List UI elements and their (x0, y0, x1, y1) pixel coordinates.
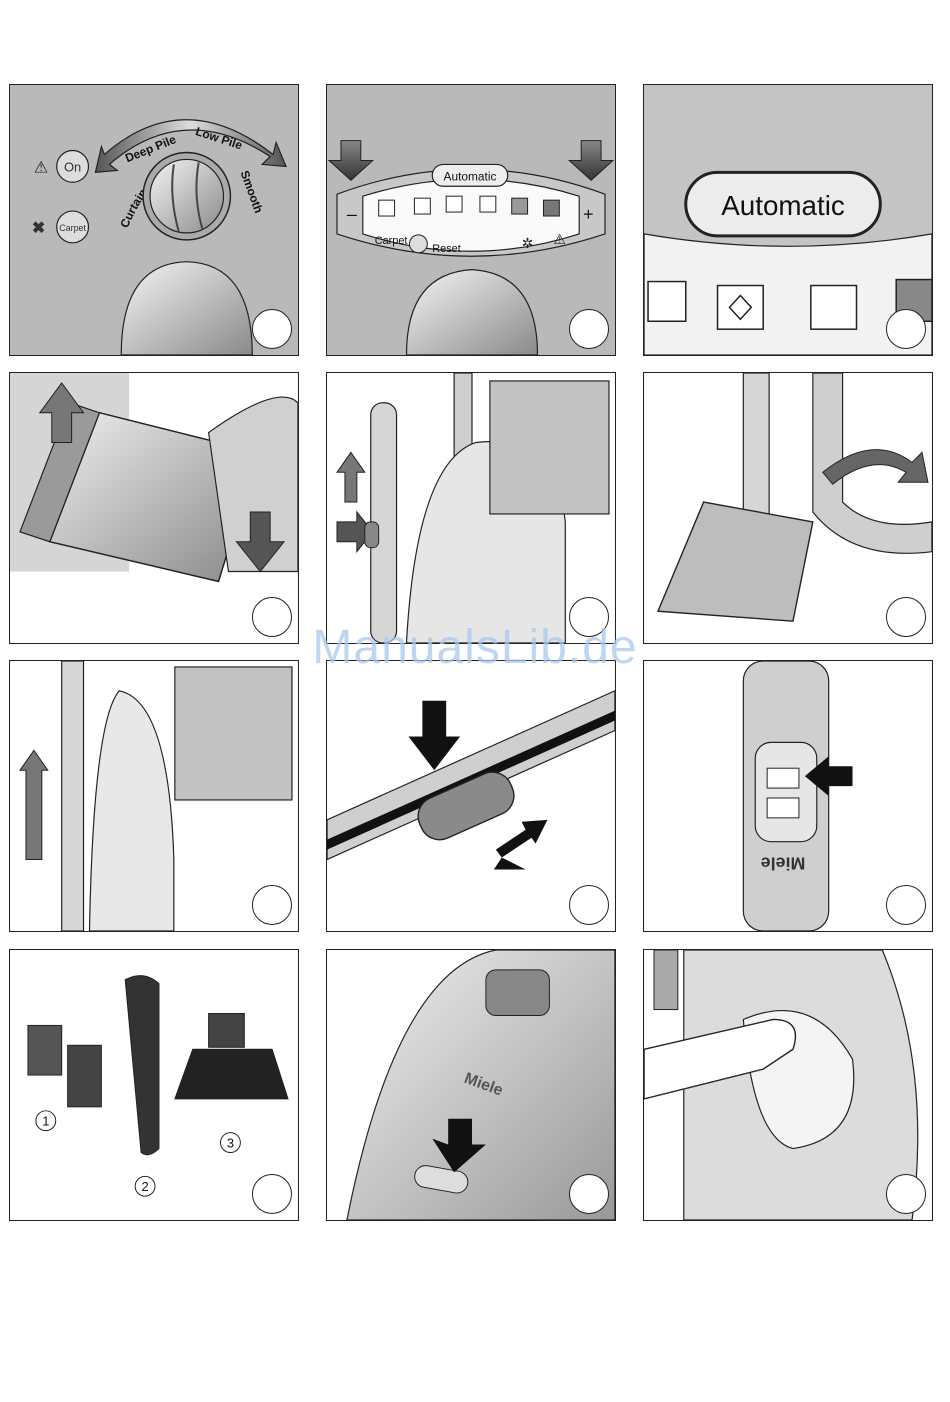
panel-handle-release (326, 372, 616, 644)
accessories-illustration: 1 2 3 (10, 950, 298, 1220)
automatic-zoom-illustration: Automatic (644, 85, 932, 355)
tube-slider-illustration (327, 661, 615, 931)
step-number-circle (569, 597, 609, 637)
warning-icon: ⚠ (34, 159, 48, 176)
step-number-circle (252, 1174, 292, 1214)
step-number-circle (886, 309, 926, 349)
quiet-ear-icon (480, 196, 496, 212)
panel-handle-switch: Miele (643, 660, 933, 932)
curtains-icon (379, 200, 395, 216)
lid-open-illustration (644, 950, 932, 1220)
hose-remove-illustration (644, 373, 932, 643)
step-number-circle (886, 885, 926, 925)
step-number-circle (252, 597, 292, 637)
carpet-button-label: Carpet (59, 223, 86, 233)
panel-lid-open (643, 949, 933, 1221)
warning-icon: ⚠ (553, 231, 565, 247)
handle-recess (486, 970, 550, 1016)
quiet-ear-icon (811, 286, 857, 330)
fan-icon: ✲ (522, 235, 534, 251)
handle-switch-illustration: Miele (644, 661, 932, 931)
step-number-circle (886, 1174, 926, 1214)
plus-label: + (583, 204, 593, 224)
detail-inset (490, 381, 609, 514)
reset-label: Reset (432, 243, 460, 255)
selector-dial[interactable] (150, 159, 223, 232)
step-number-circle (569, 1174, 609, 1214)
step-number-circle (252, 885, 292, 925)
lid-release-illustration: Miele (327, 950, 615, 1220)
on-button-label: On (64, 159, 81, 174)
step-number-circle (886, 597, 926, 637)
handle-lift-illustration (10, 661, 298, 931)
deep-pile-icon (543, 200, 559, 216)
panel-lid-release: Miele (326, 949, 616, 1221)
upholstery-tool-holder (28, 1025, 62, 1075)
minus-label: – (347, 204, 357, 224)
switch-lower[interactable] (767, 798, 799, 818)
step-number-circle (252, 309, 292, 349)
panel-automatic-bar: Automatic – + Carpet Reset ✲ ⚠ (326, 84, 616, 356)
panel-accessories: 1 2 3 (9, 949, 299, 1221)
smooth-floor-icon (648, 282, 686, 322)
floor-head-illustration (10, 373, 298, 643)
reset-button-icon[interactable] (409, 235, 427, 253)
panel-tube-slider (326, 660, 616, 932)
dial-control-illustration: Curtains Deep Pile Low Pile Smooth ⚠ On … (10, 85, 298, 355)
item-number-3: 3 (227, 1136, 234, 1151)
step-number-circle (569, 309, 609, 349)
panel-floor-head (9, 372, 299, 644)
upholstery-tool (175, 1049, 288, 1099)
rug-icon (446, 196, 462, 212)
low-pile-icon (512, 198, 528, 214)
smooth-floor-icon (414, 198, 430, 214)
cross-icon: ✖ (32, 220, 45, 237)
carpet-label: Carpet (375, 235, 408, 247)
switch-upper[interactable] (767, 768, 799, 788)
panel-automatic-zoom: Automatic (643, 84, 933, 356)
rug-icon (718, 286, 764, 330)
release-button[interactable] (365, 522, 379, 548)
panel-hose-remove (643, 372, 933, 644)
item-number-2: 2 (141, 1179, 148, 1194)
panel-dial-control: Curtains Deep Pile Low Pile Smooth ⚠ On … (9, 84, 299, 356)
automatic-button-label: Automatic (721, 190, 845, 221)
automatic-button-label: Automatic (444, 169, 497, 183)
detail-inset (175, 667, 292, 800)
step-number-circle (569, 885, 609, 925)
automatic-bar-illustration: Automatic – + Carpet Reset ✲ ⚠ (327, 85, 615, 355)
miele-logo-text: Miele (761, 854, 806, 874)
panel-handle-lift (9, 660, 299, 932)
item-number-1: 1 (42, 1114, 49, 1129)
handle-release-illustration (327, 373, 615, 643)
